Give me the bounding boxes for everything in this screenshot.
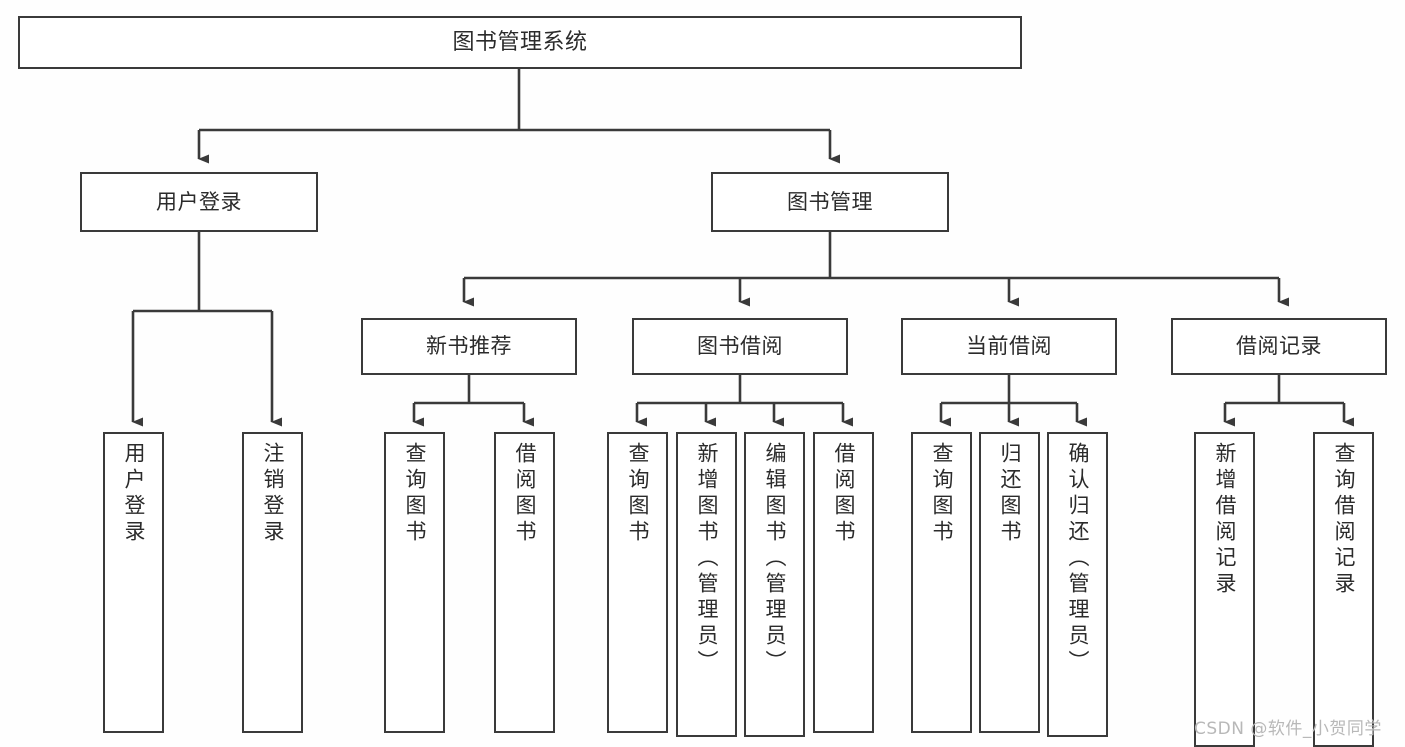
node-leaf-return-book-label: 归还图书 — [998, 442, 1022, 546]
node-leaf-query-record[interactable]: 查询借阅记录 — [1313, 432, 1374, 747]
node-book-manage[interactable]: 图书管理 — [711, 172, 949, 232]
node-new-book-rec-label: 新书推荐 — [426, 334, 512, 359]
node-leaf-borrow-book-2[interactable]: 借阅图书 — [813, 432, 874, 733]
node-leaf-query-book-2[interactable]: 查询图书 — [607, 432, 668, 733]
node-book-borrow[interactable]: 图书借阅 — [632, 318, 848, 375]
node-borrow-record-label: 借阅记录 — [1236, 334, 1322, 359]
node-user-login-label: 用户登录 — [156, 189, 242, 214]
node-user-login[interactable]: 用户登录 — [80, 172, 318, 232]
node-leaf-query-record-label: 查询借阅记录 — [1332, 442, 1356, 598]
node-leaf-query-book-1[interactable]: 查询图书 — [384, 432, 445, 733]
node-book-manage-label: 图书管理 — [787, 189, 873, 214]
node-leaf-user-logout-label: 注销登录 — [261, 442, 285, 546]
node-book-borrow-label: 图书借阅 — [697, 334, 783, 359]
node-borrow-record[interactable]: 借阅记录 — [1171, 318, 1387, 375]
node-leaf-edit-book[interactable]: 编辑图书（管理员） — [744, 432, 805, 737]
node-leaf-user-login[interactable]: 用户登录 — [103, 432, 164, 733]
node-new-book-rec[interactable]: 新书推荐 — [361, 318, 577, 375]
node-leaf-confirm-return[interactable]: 确认归还（管理员） — [1047, 432, 1108, 737]
node-leaf-user-login-label: 用户登录 — [122, 442, 146, 546]
node-leaf-query-book-1-label: 查询图书 — [403, 442, 427, 546]
node-leaf-query-book-2-label: 查询图书 — [626, 442, 650, 546]
node-leaf-confirm-return-label: 确认归还（管理员） — [1066, 442, 1090, 676]
node-current-borrow-label: 当前借阅 — [966, 334, 1052, 359]
node-leaf-return-book[interactable]: 归还图书 — [979, 432, 1040, 733]
node-leaf-add-record[interactable]: 新增借阅记录 — [1194, 432, 1255, 747]
node-leaf-user-logout[interactable]: 注销登录 — [242, 432, 303, 733]
csdn-watermark: CSDN @软件_小贺同学 — [1194, 719, 1382, 739]
node-leaf-add-book-label: 新增图书（管理员） — [695, 442, 719, 676]
node-leaf-add-record-label: 新增借阅记录 — [1213, 442, 1237, 598]
node-leaf-borrow-book-2-label: 借阅图书 — [832, 442, 856, 546]
node-root-label: 图书管理系统 — [452, 29, 588, 55]
node-leaf-add-book[interactable]: 新增图书（管理员） — [676, 432, 737, 737]
node-leaf-edit-book-label: 编辑图书（管理员） — [763, 442, 787, 676]
node-root[interactable]: 图书管理系统 — [18, 16, 1022, 69]
node-leaf-borrow-book-1-label: 借阅图书 — [513, 442, 537, 546]
node-leaf-query-book-3-label: 查询图书 — [930, 442, 954, 546]
node-leaf-borrow-book-1[interactable]: 借阅图书 — [494, 432, 555, 733]
node-leaf-query-book-3[interactable]: 查询图书 — [911, 432, 972, 733]
node-current-borrow[interactable]: 当前借阅 — [901, 318, 1117, 375]
